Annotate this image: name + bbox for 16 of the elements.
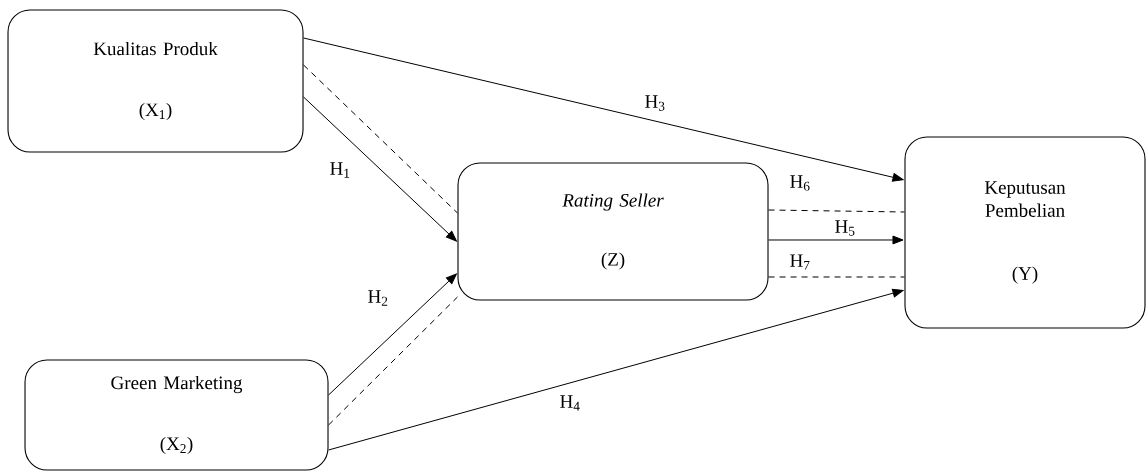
arrow: [328, 273, 457, 396]
edge-label: H$_{3}$: [643, 94, 667, 112]
arrow: [328, 288, 904, 451]
arrow: [303, 96, 457, 242]
edge-label: H$_{4}$: [558, 394, 582, 412]
edge-label: H$_{5}$: [833, 219, 857, 237]
arrow: [768, 235, 904, 245]
variable-box: Kualitas Produk (X$_{1}$): [7, 9, 304, 153]
variable-box: Rating Seller (Z): [457, 162, 769, 301]
variable-box: Green Marketing (X$_{2}$): [24, 359, 329, 471]
edge-label: H$_{1}$: [328, 161, 352, 179]
edge-label: H$_{6}$: [788, 174, 812, 192]
edge-label: H$_{2}$: [366, 289, 390, 307]
arrow: [303, 37, 904, 182]
variable-box: Keputusan Pembelian (Y): [904, 136, 1146, 329]
edge-label: H$_{7}$: [788, 253, 812, 271]
